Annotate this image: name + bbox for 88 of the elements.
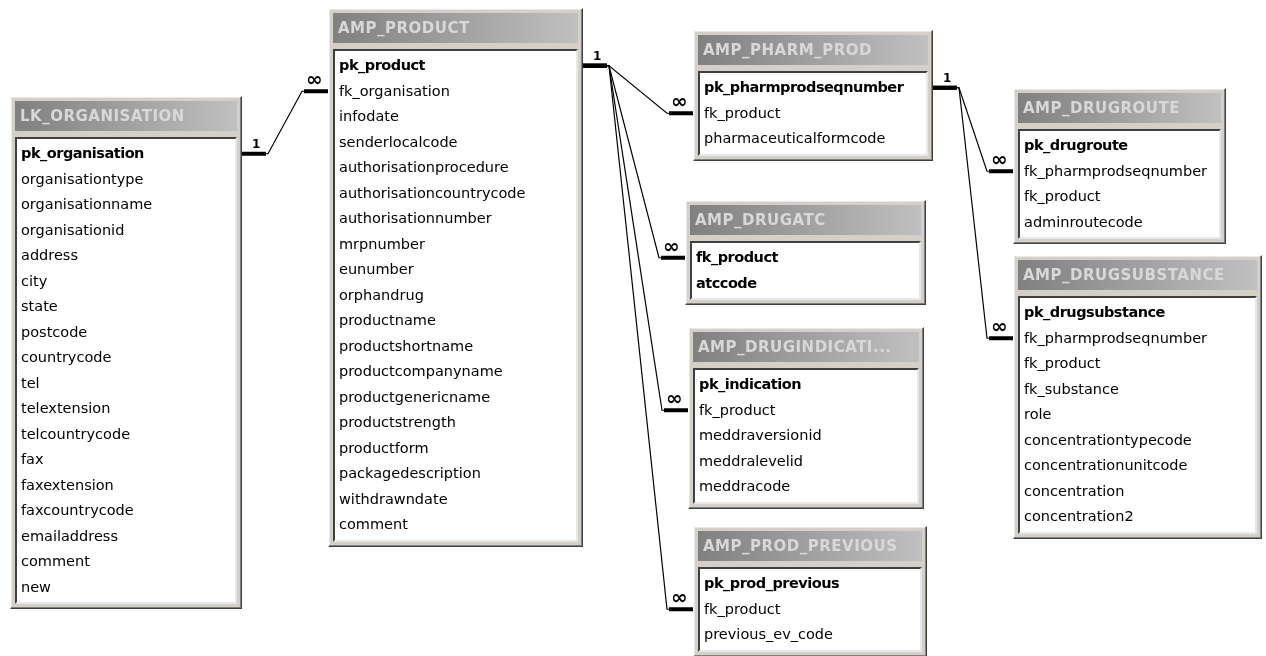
field-name: fk_product: [696, 248, 779, 268]
relationship-line: [582, 63, 694, 612]
table-title: AMP_PRODUCT: [333, 13, 578, 43]
table-window: [693, 526, 927, 656]
field-name: previous_ev_code: [704, 625, 834, 644]
field-name: pk_pharmprodseqnumber: [704, 78, 905, 98]
field-name: fk_product: [704, 103, 782, 123]
table-window: [1013, 88, 1226, 244]
table-window: [685, 200, 926, 305]
field-name: packagedescription: [339, 464, 482, 483]
field-name: concentrationtypecode: [1024, 430, 1193, 450]
field-name: productstrength: [339, 413, 457, 432]
field-name: organisationtype: [21, 169, 145, 189]
field-name: pk_drugroute: [1024, 136, 1129, 156]
field-name: tel: [21, 373, 41, 393]
table-window: [1013, 255, 1262, 539]
field-name: concentrationunitcode: [1024, 456, 1189, 475]
field-name: infodate: [339, 107, 400, 126]
field-name: pk_prod_previous: [704, 574, 841, 594]
field-name: pharmaceuticalformcode: [704, 129, 887, 148]
field-name: postcode: [21, 322, 89, 342]
field-name: new: [21, 577, 52, 597]
cardinality-one: 1: [593, 49, 602, 62]
table-title: LK_ORGANISATION: [15, 101, 237, 131]
field-name: eunumber: [339, 260, 415, 279]
field-name: meddralevelid: [699, 451, 804, 471]
cardinality-one: 1: [252, 137, 261, 150]
field-name: mrpnumber: [339, 234, 426, 254]
cardinality-many: ∞: [671, 91, 688, 112]
table-title: AMP_DRUGATC: [690, 205, 921, 235]
cardinality-many: ∞: [991, 316, 1008, 337]
field-name: meddracode: [699, 477, 792, 496]
field-name: fk_product: [704, 599, 782, 619]
field-name: pk_indication: [699, 375, 802, 395]
field-name: productname: [339, 311, 437, 330]
table-window: [688, 327, 924, 509]
field-name: fk_product: [1024, 187, 1102, 206]
field-name: fk_organisation: [339, 81, 451, 101]
field-name: organisationid: [21, 220, 126, 240]
field-name: productcompanyname: [339, 362, 504, 381]
field-name: fk_product: [699, 400, 777, 420]
field-name: concentration2: [1024, 507, 1135, 526]
field-name: atccode: [696, 273, 758, 293]
field-name: city: [21, 271, 49, 291]
field-name: fk_substance: [1024, 379, 1120, 399]
field-name: faxcountrycode: [21, 501, 135, 520]
field-name: authorisationnumber: [339, 209, 493, 228]
field-name: concentration: [1024, 481, 1126, 501]
field-name: productshortname: [339, 336, 475, 356]
cardinality-many: ∞: [666, 388, 683, 409]
field-name: authorisationcountrycode: [339, 183, 527, 203]
field-name: role: [1024, 405, 1053, 424]
table-window: [693, 30, 933, 161]
field-name: fk_product: [1024, 354, 1102, 373]
field-name: state: [21, 297, 59, 316]
field-name: authorisationprocedure: [339, 158, 510, 177]
field-name: fk_pharmprodseqnumber: [1024, 328, 1209, 348]
field-name: telcountrycode: [21, 424, 132, 444]
field-name: telextension: [21, 399, 112, 418]
field-name: fk_pharmprodseqnumber: [1024, 161, 1209, 181]
field-name: faxextension: [21, 475, 115, 495]
relationship-line: [241, 89, 329, 156]
table-title: AMP_DRUGINDICATI...: [693, 332, 919, 362]
cardinality-many: ∞: [991, 149, 1008, 170]
cardinality-many: ∞: [671, 587, 688, 608]
relationship-line: [932, 85, 1014, 341]
field-name: countrycode: [21, 348, 113, 367]
field-name: organisationname: [21, 195, 154, 214]
field-name: address: [21, 246, 79, 265]
field-name: meddraversionid: [699, 426, 823, 445]
field-name: emailaddress: [21, 526, 119, 546]
field-name: pk_product: [339, 56, 426, 76]
table-title: AMP_PHARM_PROD: [698, 35, 928, 65]
field-name: comment: [21, 552, 91, 571]
field-name: productgenericname: [339, 387, 492, 407]
cardinality-one: 1: [943, 71, 952, 84]
field-name: comment: [339, 515, 409, 534]
cardinality-many: ∞: [663, 235, 680, 256]
field-name: fax: [21, 450, 45, 469]
field-name: pk_organisation: [21, 144, 145, 164]
cardinality-many: ∞: [306, 69, 323, 90]
field-name: adminroutecode: [1024, 212, 1144, 232]
table-title: AMP_DRUGROUTE: [1018, 93, 1221, 123]
field-name: orphandrug: [339, 285, 425, 305]
field-name: withdrawndate: [339, 489, 449, 509]
field-name: pk_drugsubstance: [1024, 303, 1166, 323]
field-name: productform: [339, 438, 430, 458]
field-name: senderlocalcode: [339, 132, 459, 152]
